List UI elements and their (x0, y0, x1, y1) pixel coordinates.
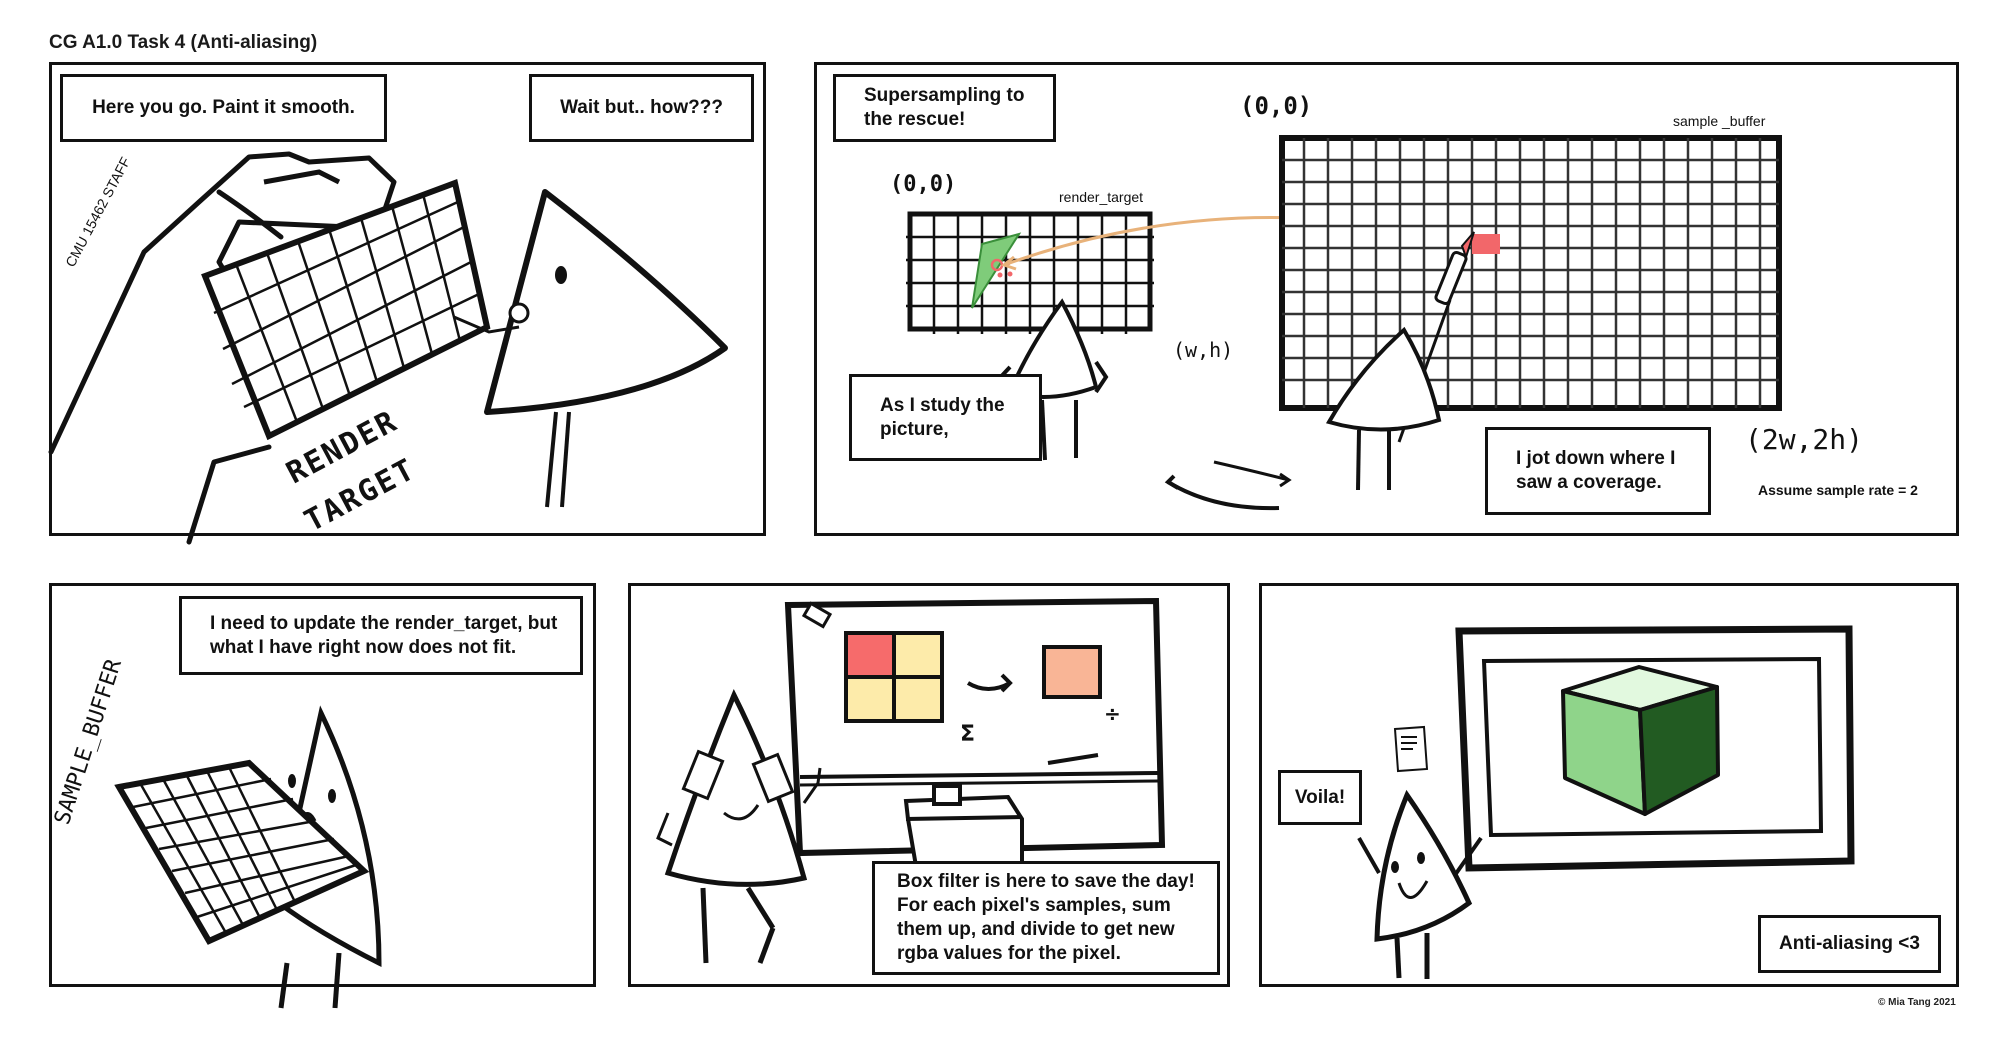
desk-icon (903, 784, 1024, 881)
sample-origin-label: (0,0) (1240, 92, 1313, 120)
bubble-text-line1: I jot down where I (1516, 448, 1676, 469)
bubble-text-line2: saw a coverage. (1516, 472, 1662, 493)
speech-bubble-supersampling: Supersampling to the rescue! (833, 74, 1056, 142)
sample-extent-label: (2w,2h) (1745, 423, 1864, 456)
staff-hand-icon (48, 151, 397, 545)
sample-buffer-grid-icon (1279, 135, 1782, 411)
divide-symbol: ÷ (1104, 702, 1121, 726)
render-origin-label: (0,0) (890, 172, 957, 197)
panel-4-drawing: Σ ÷ (656, 597, 1166, 964)
copyright: © Mia Tang 2021 (1878, 997, 1956, 1008)
speech-bubble-anti-aliasing: Anti-aliasing <3 (1758, 915, 1941, 973)
page-title: CG A1.0 Task 4 (Anti-aliasing) (49, 32, 318, 53)
panel-5-drawing (1357, 625, 1855, 979)
bubble-text-line1: I need to update the render_target, but (210, 612, 558, 634)
bubble-text-line2: the rescue! (864, 109, 966, 130)
triangle-character-icon (453, 189, 728, 508)
panel-1-drawing (48, 151, 728, 545)
bubble-text-line1: Supersampling to (864, 85, 1025, 106)
speech-bubble-voila: Voila! (1278, 770, 1362, 825)
bubble-text: Voila! (1294, 786, 1346, 808)
sample-quad-icon (844, 631, 944, 723)
speech-bubble-wait-but-how: Wait but.. how??? (529, 74, 754, 142)
speech-bubble-paint-it-smooth: Here you go. Paint it smooth. (60, 74, 387, 142)
panel-2-drawing (906, 135, 1782, 511)
sample-rate-note: Assume sample rate = 2 (1758, 482, 1918, 498)
sum-symbol: Σ (960, 722, 975, 747)
sample-buffer-label: sample _buffer (1673, 113, 1766, 129)
bubble-text-line2: For each pixel's samples, sum (897, 895, 1171, 916)
speech-bubble-study-picture: As I study the picture, (849, 374, 1042, 461)
render-target-label: render_target (1059, 189, 1144, 205)
speech-bubble-jot-down: I jot down where I saw a coverage. (1485, 427, 1711, 515)
bubble-text-line4: rgba values for the pixel. (897, 943, 1121, 964)
averaged-pixel-icon (1042, 645, 1102, 699)
bubble-text: Here you go. Paint it smooth. (92, 97, 355, 118)
render-target-grid-icon (201, 178, 491, 441)
bubble-text: Anti-aliasing <3 (1779, 933, 1920, 954)
render-target-grid-icon (906, 211, 1154, 334)
bubble-text-line1: Box filter is here to save the day! (897, 871, 1195, 892)
render-extent-label: (w,h) (1173, 338, 1234, 362)
happy-triangle-character-icon (1357, 789, 1483, 979)
speech-bubble-box-filter: Box filter is here to save the day! For … (872, 861, 1220, 975)
note-paper-icon (1393, 725, 1429, 773)
anti-aliased-cube-icon (1561, 665, 1720, 816)
bubble-text-line2: picture, (880, 418, 949, 440)
panel-3-drawing (114, 705, 382, 1009)
sample-buffer-grid-icon (114, 759, 370, 945)
covered-sample-icon (1472, 234, 1500, 254)
speech-bubble-update-render-target: I need to update the render_target, but … (179, 596, 583, 675)
bubble-text-line2: what I have right now does not fit. (210, 636, 517, 658)
triangle-character-painting-icon (1325, 326, 1442, 491)
bubble-text: Wait but.. how??? (560, 97, 723, 118)
triangle-character-whiteboard-icon (656, 688, 822, 964)
bubble-text-line1: As I study the (880, 394, 1005, 416)
bubble-text-line3: them up, and divide to get new (897, 919, 1175, 940)
